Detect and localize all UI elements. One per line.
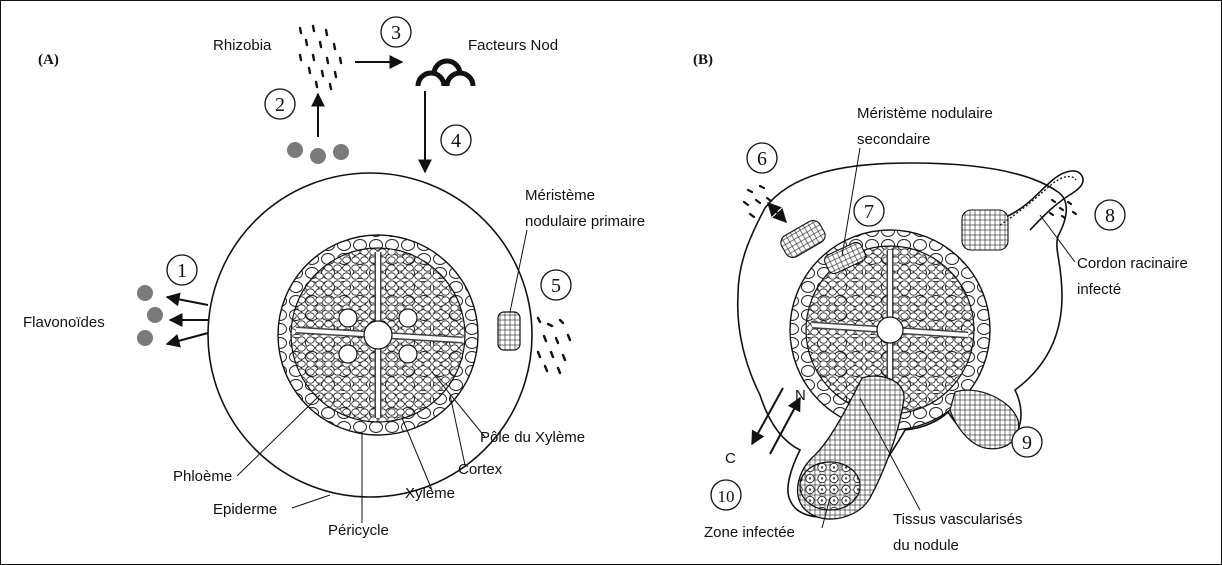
label-pericycle: Péricycle	[328, 522, 389, 539]
label-meristeme-secondaire: Méristème nodulaire secondaire	[857, 105, 993, 148]
root-cross-section-a	[208, 173, 532, 497]
svg-text:du nodule: du nodule	[893, 537, 959, 554]
svg-text:nodulaire primaire: nodulaire primaire	[525, 213, 645, 230]
nod-factor-icons	[418, 61, 473, 86]
label-pole-xyleme: Pôle du Xylème	[480, 429, 585, 446]
label-xyleme: Xylème	[405, 485, 455, 502]
step-10: 10	[718, 487, 735, 506]
panel-label-b: (B)	[693, 52, 713, 68]
rhizobia-near-root-a	[538, 318, 570, 373]
flavonoid-dots	[137, 285, 163, 346]
step-8: 8	[1105, 205, 1115, 227]
label-tissus: Tissus vascularisés du nodule	[893, 511, 1022, 554]
flavonoid-arrows	[167, 297, 208, 344]
svg-text:infecté: infecté	[1077, 281, 1121, 298]
svg-text:secondaire: secondaire	[857, 131, 930, 148]
svg-text:Méristème nodulaire: Méristème nodulaire	[857, 105, 993, 122]
panel-label-a: (A)	[38, 52, 59, 68]
label-phloeme: Phloème	[173, 468, 232, 485]
label-cordon: Cordon racinaire infecté	[1077, 255, 1188, 298]
label-c: C	[725, 450, 736, 467]
primary-nodule-meristem	[498, 312, 520, 350]
label-facteurs-nod: Facteurs Nod	[468, 37, 558, 54]
meristem-patch-right	[962, 210, 1008, 250]
step-6: 6	[757, 148, 767, 170]
label-meristeme-primaire: Méristème nodulaire primaire	[525, 187, 645, 230]
label-flavonoides: Flavonoïdes	[23, 314, 105, 331]
label-zone-infectee: Zone infectée	[704, 524, 795, 541]
step-5: 5	[551, 275, 561, 297]
svg-text:Tissus vascularisés: Tissus vascularisés	[893, 511, 1022, 528]
label-epiderme: Epiderme	[213, 501, 277, 518]
infected-zone	[800, 462, 860, 510]
step-7: 7	[864, 201, 874, 223]
step-3: 3	[391, 22, 401, 44]
root-cross-section-b	[738, 163, 1083, 519]
label-cortex: Cortex	[458, 461, 503, 478]
step-4: 4	[451, 130, 461, 152]
step-1: 1	[177, 260, 187, 282]
step-2: 2	[275, 94, 285, 116]
svg-text:Méristème: Méristème	[525, 187, 595, 204]
svg-text:Cordon racinaire: Cordon racinaire	[1077, 255, 1188, 272]
secreted-flavonoids	[287, 142, 349, 164]
step-9: 9	[1022, 432, 1032, 454]
rhizobia-cluster	[300, 26, 341, 89]
label-n: N	[795, 387, 806, 404]
label-rhizobia: Rhizobia	[213, 37, 272, 54]
